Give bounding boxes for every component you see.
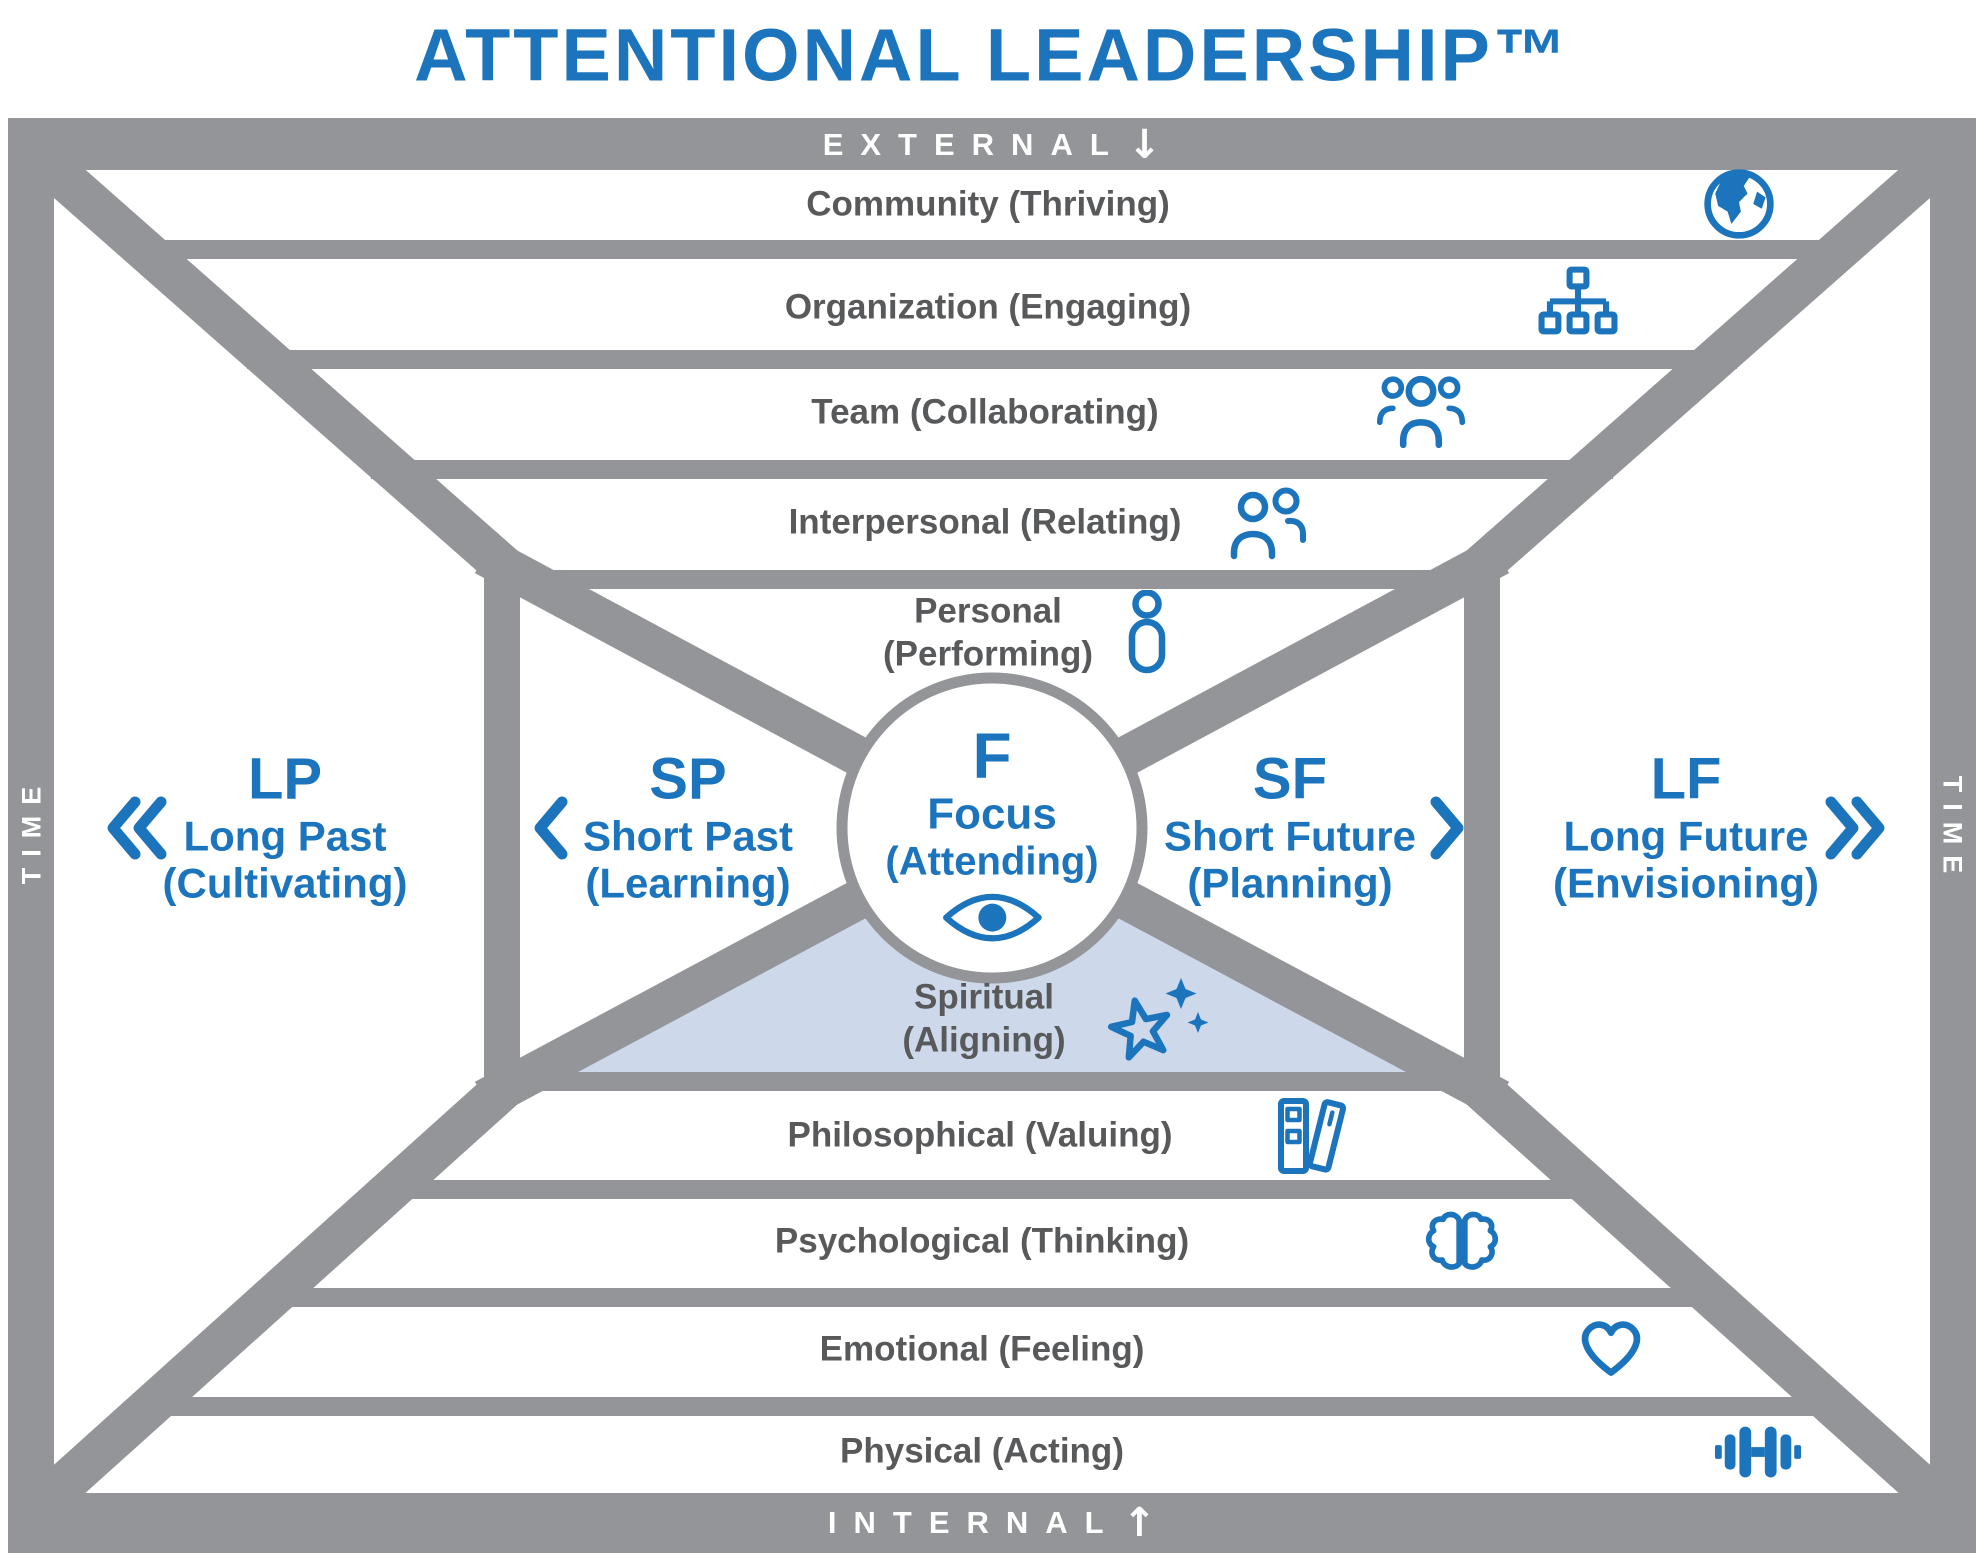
zone-lf-abbr: LF xyxy=(1650,746,1722,812)
level-team: Team (Collaborating) xyxy=(811,392,1159,432)
brain-icon xyxy=(1425,1211,1499,1270)
time-label-right: TIME xyxy=(1937,775,1968,885)
chevron-right-icon xyxy=(1430,796,1464,860)
zone-long-past: LP Long Past (Cultivating) xyxy=(162,746,408,907)
level-organization: Organization (Engaging) xyxy=(784,287,1192,327)
two-people-icon xyxy=(1230,487,1306,560)
outer-frame xyxy=(8,118,1976,1553)
level-philosophical: Philosophical (Valuing) xyxy=(787,1115,1173,1155)
external-text: EXTERNAL xyxy=(822,127,1126,162)
level-spiritual-name: Spiritual xyxy=(913,977,1055,1017)
chevron-left-icon xyxy=(534,796,568,860)
zone-sf-sub: (Planning) xyxy=(1187,859,1393,907)
inner-verticals xyxy=(484,552,1500,1102)
zone-lf-name: Long Future xyxy=(1563,812,1809,860)
internal-text: INTERNAL xyxy=(827,1505,1121,1540)
zone-sf-abbr: SF xyxy=(1252,746,1328,812)
focus-abbr: F xyxy=(972,719,1012,792)
globe-icon xyxy=(1704,169,1774,239)
zone-lp-abbr: LP xyxy=(247,746,323,812)
zone-sp-abbr: SP xyxy=(649,746,727,812)
zone-long-future: LF Long Future (Envisioning) xyxy=(1553,746,1819,907)
zone-sf-name: Short Future xyxy=(1164,812,1416,860)
level-personal-sub: (Performing) xyxy=(883,634,1093,673)
focus-sub: (Attending) xyxy=(885,839,1099,884)
time-label-left: TIME xyxy=(16,775,47,885)
external-label: EXTERNAL↓ xyxy=(823,122,1162,168)
star-sparkles-icon xyxy=(1107,978,1209,1061)
zone-lp-name: Long Past xyxy=(183,812,387,860)
level-spiritual: Spiritual (Aligning) xyxy=(902,976,1065,1061)
zone-short-future: SF Short Future (Planning) xyxy=(1164,746,1416,907)
focus-center: F Focus (Attending) xyxy=(885,719,1099,946)
zone-short-past: SP Short Past (Learning) xyxy=(582,746,794,907)
books-icon xyxy=(1278,1098,1347,1174)
level-community: Community (Thriving) xyxy=(806,184,1170,224)
team-icon xyxy=(1376,375,1466,449)
zone-lf-sub: (Envisioning) xyxy=(1553,859,1819,907)
level-personal: Personal (Performing) xyxy=(883,590,1093,675)
level-spiritual-sub: (Aligning) xyxy=(902,1020,1066,1059)
heart-icon xyxy=(1581,1321,1641,1376)
page-title: ATTENTIONAL LEADERSHIP™ xyxy=(414,13,1570,97)
focus-circle xyxy=(836,672,1148,984)
up-arrow-icon: ↑ xyxy=(1122,1500,1157,1546)
dumbbell-icon xyxy=(1714,1426,1802,1478)
level-physical: Physical (Acting) xyxy=(840,1431,1124,1471)
down-arrow-icon: ↓ xyxy=(1127,122,1162,168)
level-interpersonal: Interpersonal (Relating) xyxy=(788,502,1182,542)
zone-sp-sub: (Learning) xyxy=(585,859,791,907)
zone-sp-name: Short Past xyxy=(582,812,794,860)
level-psychological: Psychological (Thinking) xyxy=(774,1221,1190,1261)
person-icon xyxy=(1128,590,1166,674)
focus-name: Focus xyxy=(927,790,1057,839)
double-chevron-left-icon xyxy=(107,796,167,860)
band-separators xyxy=(123,240,1861,1416)
double-chevron-right-icon xyxy=(1825,796,1885,860)
org-chart-icon xyxy=(1538,266,1618,335)
eye-icon xyxy=(942,893,1042,942)
level-personal-name: Personal xyxy=(914,591,1062,631)
zone-lp-sub: (Cultivating) xyxy=(162,859,408,907)
level-emotional: Emotional (Feeling) xyxy=(819,1329,1145,1369)
internal-label: INTERNAL↑ xyxy=(828,1500,1156,1546)
outer-diagonals xyxy=(24,140,1960,1523)
